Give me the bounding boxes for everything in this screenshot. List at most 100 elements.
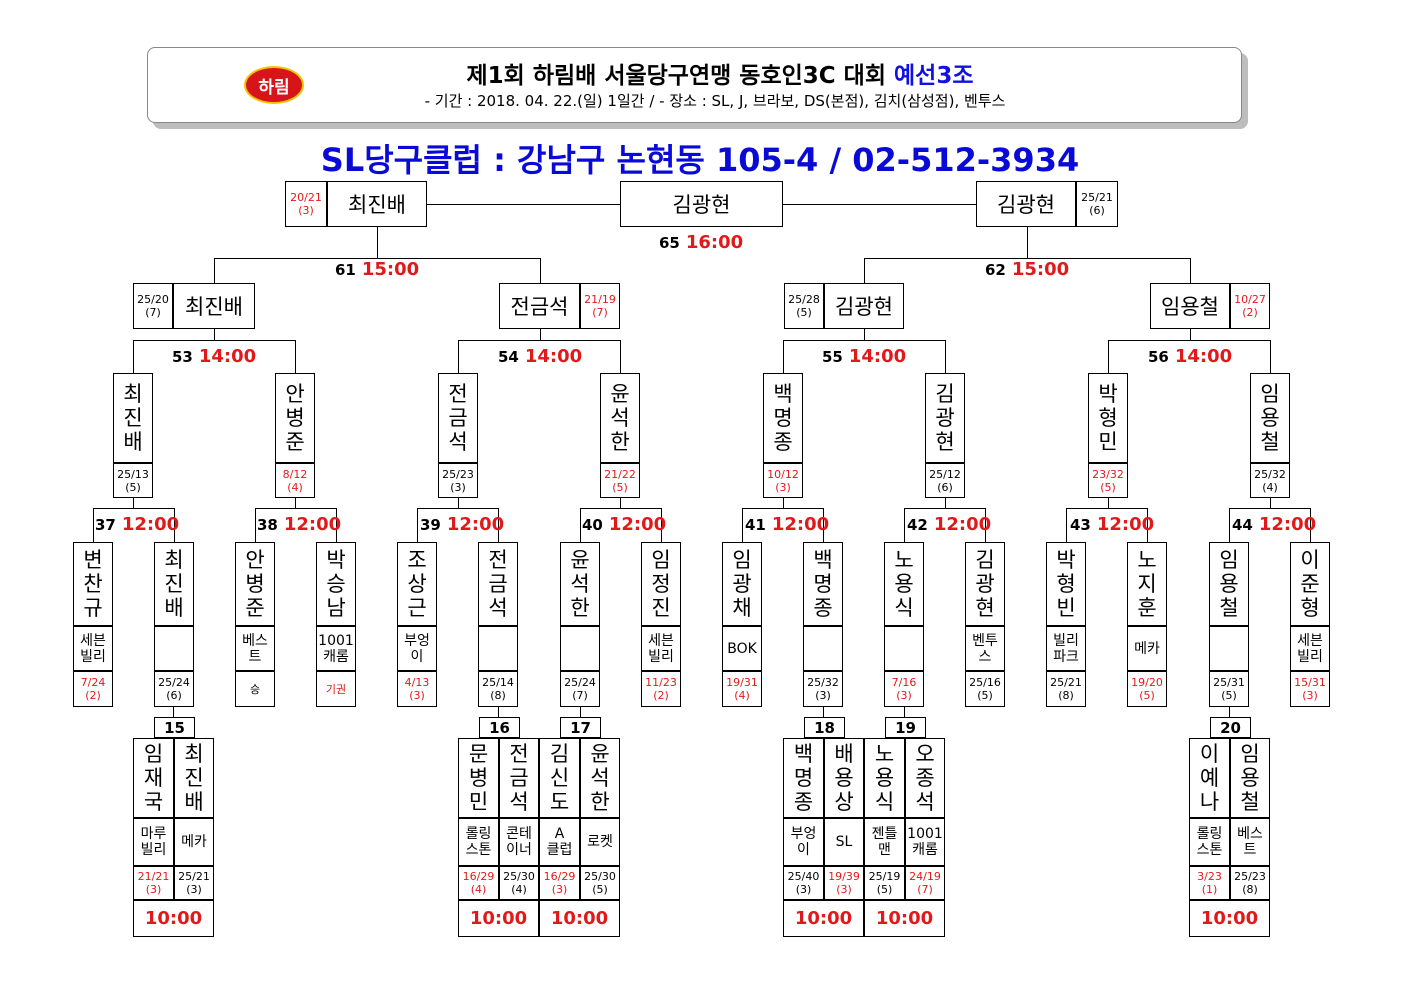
club-line: 맨 (878, 842, 891, 858)
club-line: 스 (978, 648, 992, 665)
club-line: 젠틀 (871, 826, 898, 842)
inning-value: (2) (653, 689, 669, 702)
bracket-line (904, 508, 905, 542)
score-value: 16/29 (543, 870, 576, 883)
name-char: 임 (732, 548, 752, 572)
score-value: 10/27 (1234, 293, 1266, 306)
score-value: 25/21 (178, 870, 210, 883)
inning-value: (8) (1242, 883, 1258, 896)
inning-value: (3) (896, 689, 912, 702)
match-number: 62 (985, 261, 1006, 279)
club-line: 스톤 (465, 842, 492, 858)
bracket-line (945, 340, 946, 373)
score-cell: 11/23(2) (641, 671, 681, 707)
club-line: 1001 (907, 826, 943, 842)
inning-value: (2) (1242, 306, 1258, 319)
inning-value: (5) (1139, 689, 1155, 702)
inning-value: (5) (125, 480, 141, 494)
title-group: 예선3조 (894, 63, 974, 89)
club-line: 마루 (140, 826, 167, 842)
final-winner: 김광현 (620, 181, 783, 227)
match-time-box: 10:00 (1189, 900, 1270, 937)
bracket-line (133, 340, 295, 341)
match-number: 37 (95, 516, 116, 534)
name-char: 명 (813, 572, 833, 596)
score-value: 25/20 (137, 293, 169, 306)
inning-value: (5) (1221, 689, 1237, 702)
match-number: 56 (1148, 348, 1169, 366)
match-number-box: 16 (479, 717, 520, 738)
bracket-line (1190, 329, 1191, 340)
score-value: 25/40 (787, 870, 820, 883)
score-value: 25/30 (503, 870, 535, 883)
bracket-line (417, 508, 499, 509)
score-value: 24/19 (909, 870, 941, 883)
score-cell: 25/16(5) (965, 671, 1005, 707)
inning-value: (3) (298, 204, 314, 217)
name-char: 전 (488, 548, 508, 572)
name-char: 예 (1199, 766, 1220, 790)
bracket-line (1108, 498, 1109, 508)
bracket-line (498, 508, 499, 542)
score-cell: 21/21(3) (133, 866, 174, 900)
bracket-line (255, 508, 337, 509)
inning-value: (5) (1100, 480, 1116, 494)
score-value: 15/31 (1294, 676, 1326, 689)
round2-label: 37 12:00 (95, 514, 179, 535)
score-value: 10/12 (767, 467, 799, 481)
match-time: 15:00 (1011, 259, 1070, 280)
name-char: 광 (975, 572, 995, 596)
score-cell: 4/13(3) (397, 671, 437, 707)
name-char: 백 (793, 742, 814, 766)
name-char: 채 (732, 596, 752, 620)
bracket-line (580, 508, 581, 542)
score-cell: 25/12(6) (925, 463, 965, 498)
name-char: 준 (1300, 572, 1320, 596)
match-time: 14:00 (524, 346, 583, 367)
title-main: 제1회 하림배 서울당구연맹 동호인3C 대회 (466, 63, 886, 89)
name-char: 변 (83, 548, 103, 572)
club-cell (884, 626, 924, 671)
name-char: 임 (1219, 548, 1239, 572)
name-char: 안 (285, 382, 305, 406)
inning-value: (2) (85, 689, 101, 702)
name-char: 용 (894, 572, 914, 596)
club-line: 베스 (1237, 826, 1263, 842)
match-time: 12:00 (121, 514, 180, 535)
name-char: 민 (468, 790, 489, 814)
score-value: 기권 (325, 682, 347, 696)
inning-value: (3) (1302, 689, 1318, 702)
quarter-label: 54 14:00 (498, 346, 582, 367)
bracket-line (823, 707, 824, 717)
name-char: 조 (407, 548, 427, 572)
bracket-line (173, 707, 174, 717)
score-cell: 25/19(5) (864, 866, 905, 900)
score-cell: 16/29(4) (458, 866, 499, 900)
bracket-line (458, 340, 620, 341)
match-time: 16:00 (685, 232, 744, 253)
name-char: 정 (651, 572, 671, 596)
bracket-line (93, 508, 94, 542)
match-number-box: 15 (154, 717, 195, 738)
name-char: 준 (245, 596, 265, 620)
score-value: 25/28 (788, 293, 820, 306)
name-char: 최 (164, 548, 184, 572)
match-number: 54 (498, 348, 519, 366)
name-char: 병 (468, 766, 489, 790)
bracket-line (458, 498, 459, 508)
name-char: 빈 (1056, 596, 1076, 620)
score-value: 4/13 (404, 676, 430, 689)
